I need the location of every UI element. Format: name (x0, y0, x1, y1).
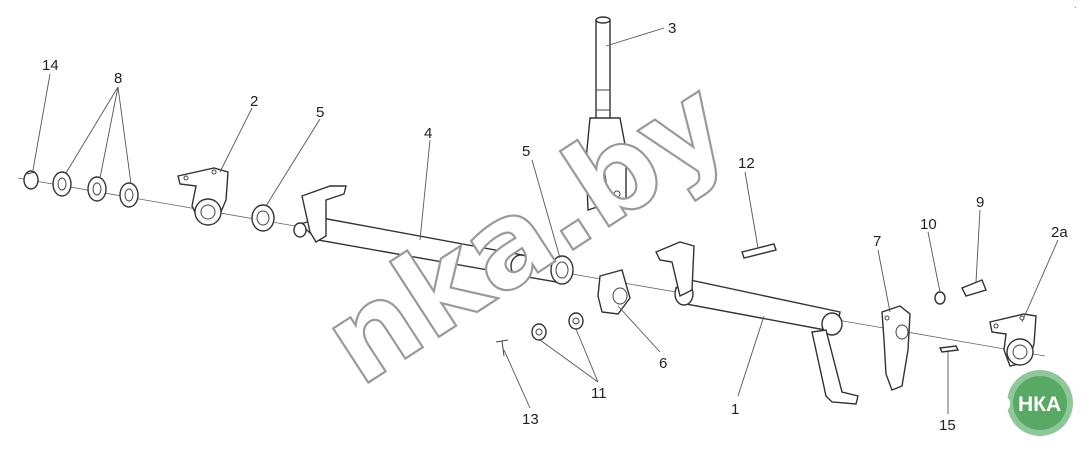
label-2: 2 (250, 93, 258, 110)
part-13-pin (495, 339, 509, 357)
label-6: 6 (659, 355, 667, 372)
part-11-washers (531, 312, 584, 341)
label-9: 9 (976, 194, 984, 211)
part-15-key (938, 345, 960, 353)
part-8-washers (52, 171, 139, 208)
part-labels: 14 8 2 5 4 3 5 12 10 9 2a 7 6 11 13 1 15 (42, 20, 1068, 434)
label-14: 14 (42, 57, 59, 74)
label-15: 15 (939, 417, 956, 434)
part-5-bushing-left (251, 204, 275, 232)
label-5-left: 5 (316, 104, 324, 121)
part-14-snap-ring (23, 170, 39, 190)
logo-disc (1013, 376, 1067, 430)
label-3: 3 (668, 20, 676, 37)
part-12-pin (741, 243, 777, 259)
label-4: 4 (424, 125, 432, 142)
label-2a: 2a (1051, 224, 1068, 241)
part-6-hub (597, 269, 631, 315)
part-10-nut (934, 291, 946, 305)
part-9-bolt (961, 279, 987, 297)
label-13: 13 (522, 411, 539, 428)
corner-mark: . (1074, 0, 1077, 10)
label-10: 10 (920, 216, 937, 233)
label-12: 12 (738, 155, 755, 172)
part-5-bushing-right (550, 255, 574, 285)
agronka-logo: АГРО НКА (954, 370, 1073, 436)
leader-lines (32, 27, 1059, 414)
part-7-lever (881, 305, 911, 391)
part-2-bracket (177, 167, 229, 226)
part-3-vertical-shaft (585, 16, 627, 211)
label-7: 7 (873, 233, 881, 250)
label-8: 8 (114, 70, 122, 87)
label-1: 1 (731, 401, 739, 418)
logo-left-text: АГРО (954, 393, 1011, 416)
label-11: 11 (591, 385, 607, 402)
label-5-right: 5 (522, 143, 530, 160)
part-1-main-shaft (655, 241, 859, 405)
part-2a-bracket (989, 313, 1037, 367)
logo-right-text: НКА (1018, 393, 1061, 416)
